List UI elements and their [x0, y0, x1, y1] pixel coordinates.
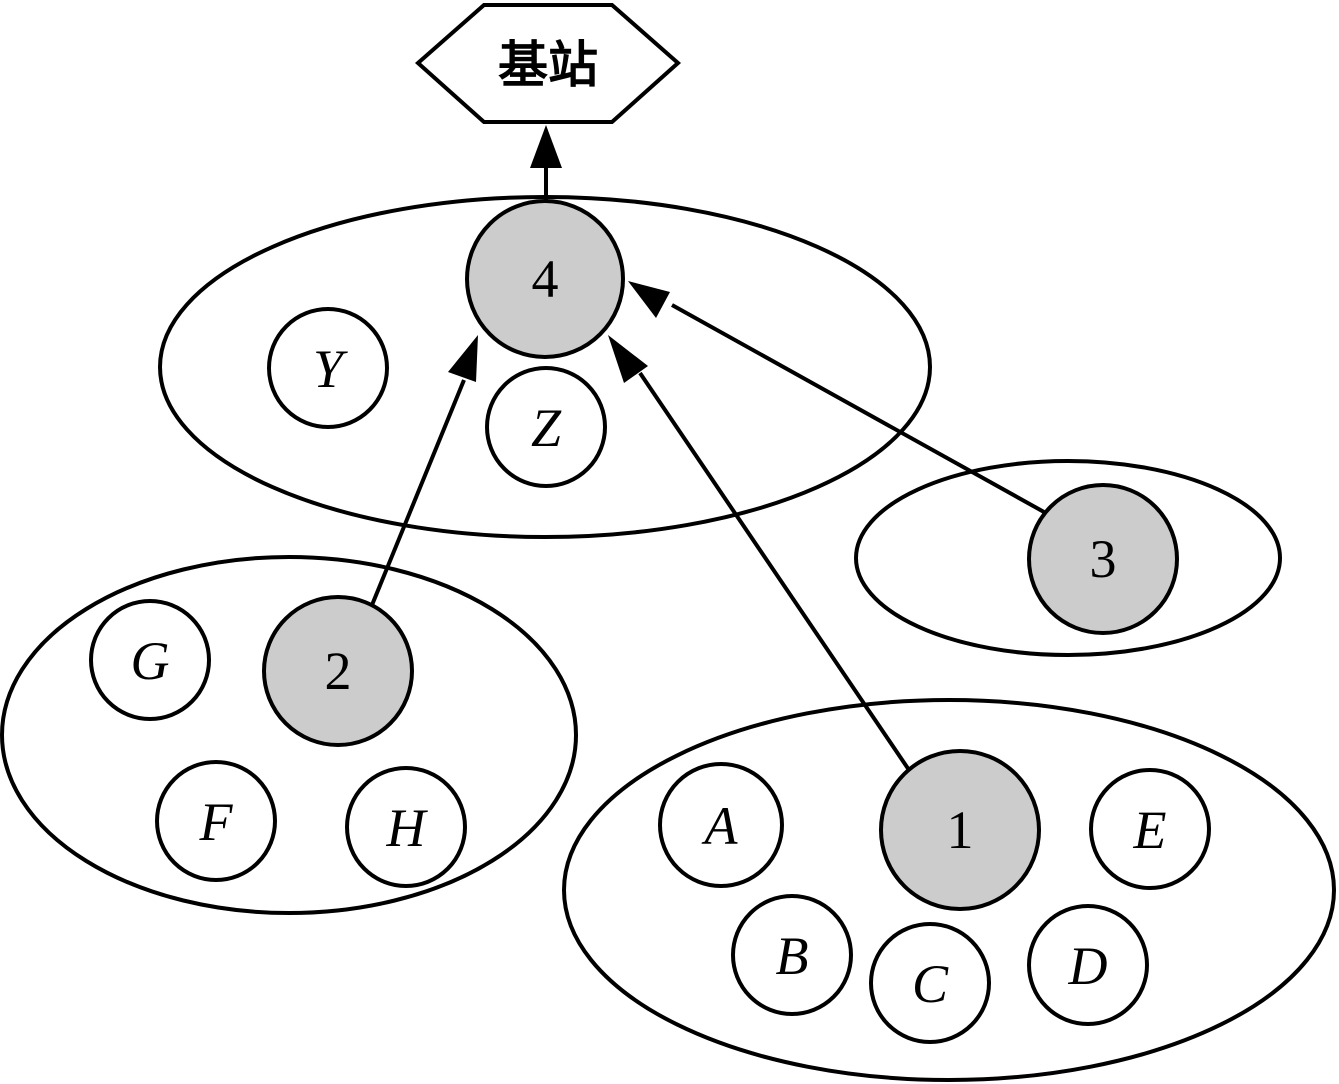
member-node-g — [89, 599, 211, 721]
member-node-f-label: F — [199, 792, 234, 852]
base-station-node — [414, 3, 682, 124]
member-node-d — [1027, 904, 1149, 1026]
member-node-a-label: A — [702, 796, 739, 856]
cluster-right-boundary — [854, 459, 1282, 657]
arrowhead-3-to-4 — [628, 281, 670, 318]
cluster-head-3 — [1027, 483, 1179, 635]
member-node-d-label: D — [1068, 936, 1108, 996]
member-node-b — [731, 894, 853, 1016]
member-node-e — [1089, 768, 1211, 890]
cluster-left-boundary — [0, 555, 578, 915]
link-3-to-4 — [671, 303, 1045, 514]
member-node-c — [869, 922, 991, 1044]
member-node-a — [658, 762, 784, 888]
member-node-f — [155, 760, 277, 882]
cluster-head-1-label: 1 — [947, 800, 974, 860]
member-node-y — [267, 307, 389, 429]
member-node-y-label: Y — [313, 339, 348, 399]
member-node-e-label: E — [1133, 800, 1167, 860]
cluster-head-4 — [465, 199, 625, 359]
cluster-head-2 — [262, 595, 414, 747]
cluster-head-1 — [879, 749, 1041, 911]
cluster-head-2-label: 2 — [325, 641, 352, 701]
member-node-b-label: B — [776, 926, 809, 986]
cluster-bottom-boundary — [562, 698, 1336, 1082]
arrowhead-2-to-4 — [448, 335, 478, 382]
link-1-to-4 — [638, 371, 911, 772]
member-node-z — [485, 366, 607, 488]
arrowhead-4-to-base-station — [530, 125, 562, 168]
member-node-h — [345, 766, 467, 888]
link-2-to-4 — [370, 379, 466, 606]
cluster-head-3-label: 3 — [1090, 529, 1117, 589]
base-station-label: 基站 — [498, 36, 598, 94]
links — [370, 125, 1045, 772]
member-node-h-label: H — [386, 798, 429, 858]
member-node-z-label: Z — [531, 398, 562, 458]
arrowhead-1-to-4 — [608, 335, 648, 383]
member-node-c-label: C — [912, 954, 949, 1014]
cluster-head-4-label: 4 — [532, 249, 559, 309]
member-node-g-label: G — [131, 631, 170, 691]
